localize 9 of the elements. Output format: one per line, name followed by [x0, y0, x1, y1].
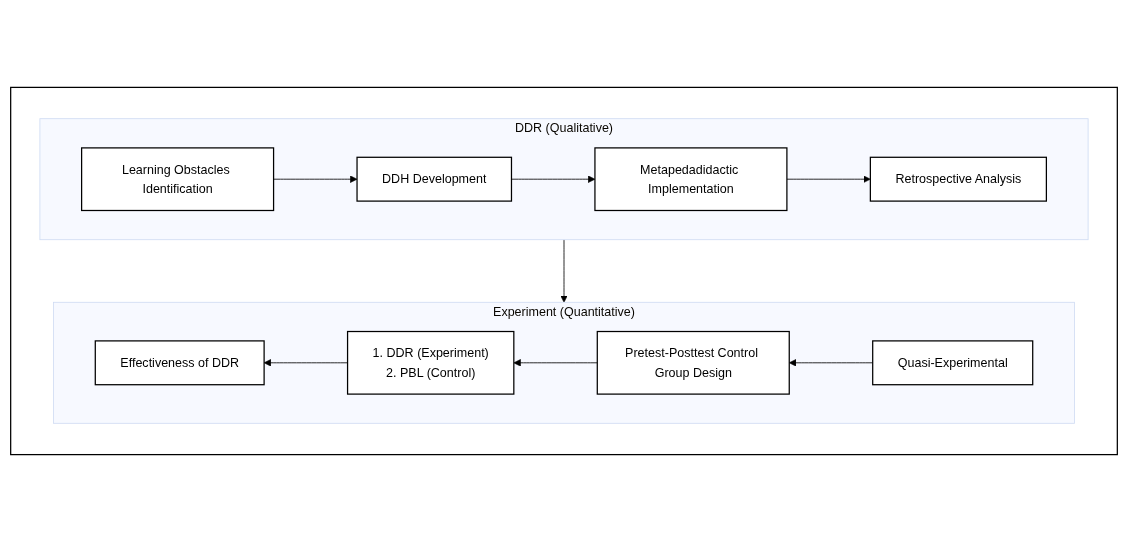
node-box: Pretest-Posttest Control Group Design — [596, 330, 790, 395]
node-box: Quasi-Experimental — [871, 340, 1033, 386]
node-box: 1. DDR (Experiment) 2. PBL (Control) — [346, 330, 514, 395]
node-box: Metapedadidactic Implementation — [593, 147, 788, 212]
node-box: DDH Development — [355, 156, 512, 202]
cluster — [9, 86, 1118, 456]
node-box: Learning Obstacles Identification — [80, 147, 274, 212]
node-box: Retrospective Analysis — [869, 156, 1047, 202]
node-box: Effectiveness of DDR — [94, 340, 265, 386]
